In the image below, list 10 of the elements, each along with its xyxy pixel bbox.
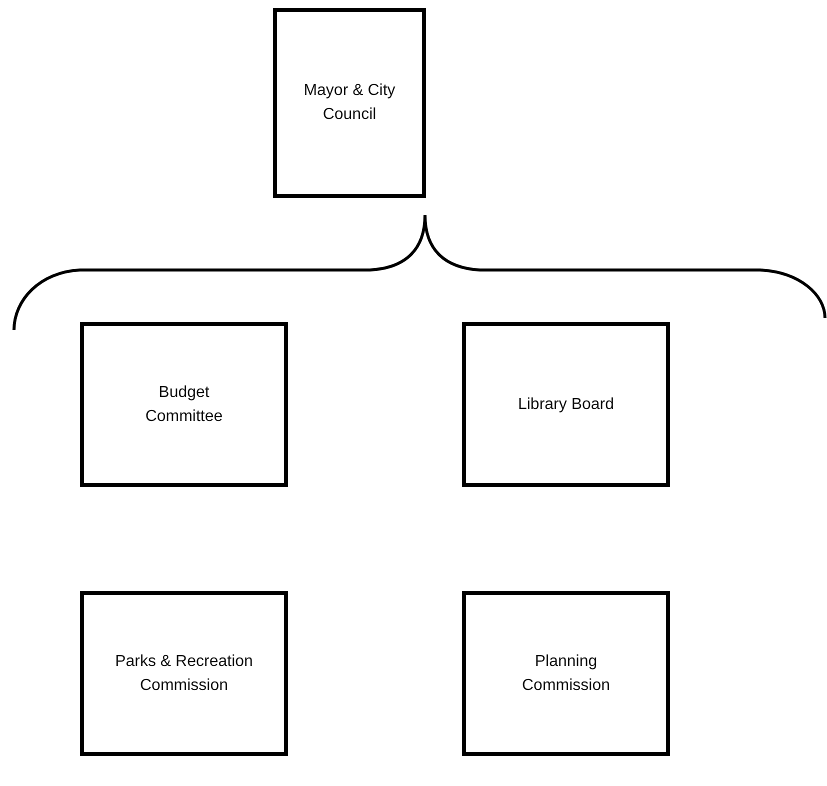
unit-name: Library Board <box>518 394 614 414</box>
unit-name: Budget Committee <box>144 382 224 426</box>
unit-name: Mayor & City Council <box>302 81 396 125</box>
unit-name: Parks & Recreation Commission <box>114 652 254 696</box>
org-box <box>80 591 288 756</box>
org-box <box>462 591 670 756</box>
org-box <box>80 322 288 487</box>
org-box <box>273 8 426 198</box>
unit-name: Planning Commission <box>520 652 611 696</box>
org-box <box>462 322 670 487</box>
